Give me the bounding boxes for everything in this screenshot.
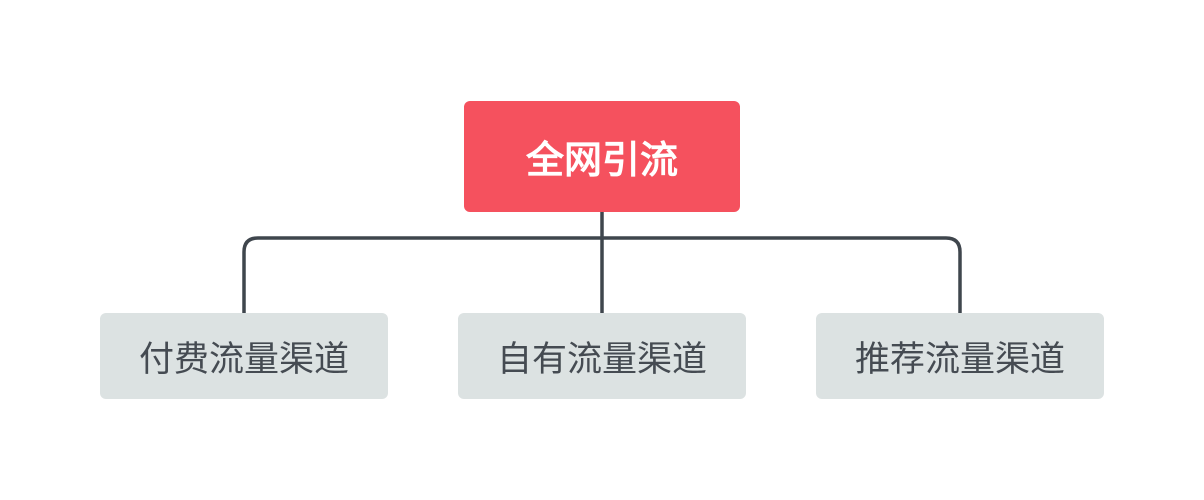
subtopic-label: 推荐流量渠道 (854, 339, 1065, 380)
root-topic-label: 全网引流 (525, 138, 678, 182)
subtopic-node-owned-traffic[interactable]: 自有流量渠道 (458, 313, 746, 399)
subtopic-node-recommended-traffic[interactable]: 推荐流量渠道 (816, 313, 1104, 399)
connector-branch-left (242, 236, 602, 313)
connector-branch-right (602, 236, 962, 313)
subtopic-label: 付费流量渠道 (138, 339, 349, 380)
root-topic-node[interactable]: 全网引流 (464, 101, 740, 212)
subtopic-label: 自有流量渠道 (496, 339, 707, 380)
subtopic-node-paid-traffic[interactable]: 付费流量渠道 (100, 313, 388, 399)
